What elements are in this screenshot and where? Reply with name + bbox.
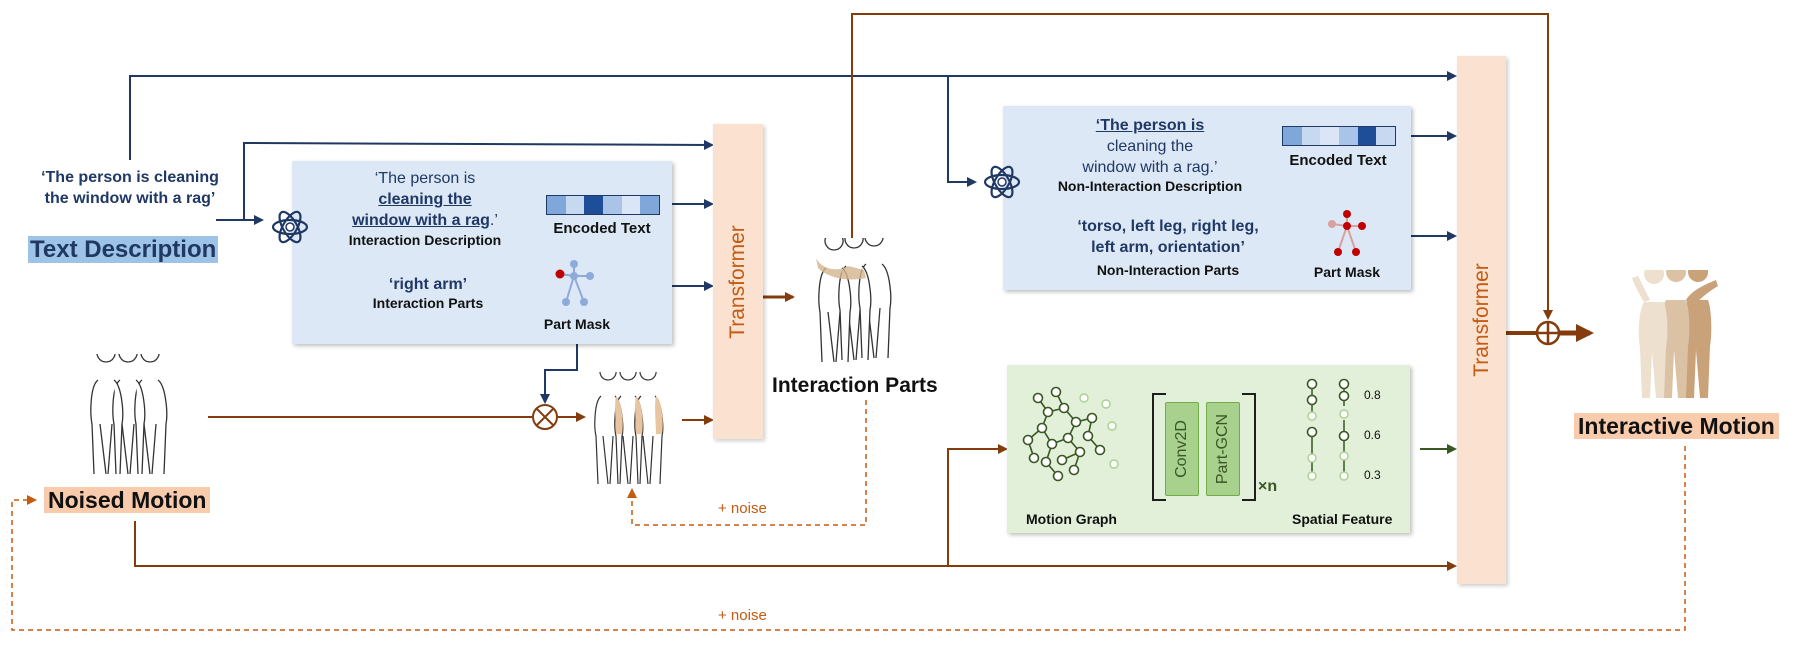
interaction-parts-text: ‘right arm’ Interaction Parts (358, 274, 498, 311)
interaction-desc-line1: ‘The person is (374, 170, 476, 187)
masked-motion-figures (594, 372, 664, 485)
interaction-text-box (292, 161, 672, 344)
non-interaction-description: ‘The person is cleaning the window with … (1040, 115, 1260, 194)
encoded-text-label-1: Encoded Text (553, 220, 651, 237)
noised-motion-label: Noised Motion (44, 487, 211, 514)
non-interaction-desc-line1: ‘The person is (1095, 117, 1205, 134)
part-mask-label-2: Part Mask (1313, 264, 1381, 280)
noise-loops (11, 400, 1686, 631)
interaction-description-label: Interaction Description (348, 232, 502, 248)
llm-icon (271, 210, 309, 244)
interaction-description: ‘The person is cleaning the window with … (330, 168, 520, 248)
part-gcn-block: Part-GCN (1206, 402, 1240, 496)
transformer-2-label: Transformer (1469, 263, 1493, 377)
interaction-desc-line3: window with a rag (352, 212, 490, 229)
motion-graph-icon (1022, 386, 1119, 482)
add-node (1535, 320, 1561, 346)
non-interaction-desc-line3: window with a rag.’ (1082, 159, 1218, 176)
non-interaction-description-label: Non-Interaction Description (1057, 178, 1243, 194)
non-interaction-desc-line2: cleaning the (1106, 138, 1194, 155)
encoded-text-bar-2 (1282, 126, 1396, 146)
non-interaction-parts-quote-2: left arm, orientation’ (1091, 239, 1245, 256)
transformer-1-label: Transformer (726, 224, 749, 339)
spatial-feature-icon (1306, 378, 1350, 481)
conv2d-block: Conv2D (1165, 402, 1199, 496)
interaction-desc-line2: cleaning the (378, 191, 472, 208)
encoded-text-bar-1 (546, 195, 660, 215)
interaction-parts-label: Interaction Parts (772, 374, 938, 397)
part-mask-icon-1 (555, 260, 594, 306)
motion-graph-label: Motion Graph (1026, 511, 1117, 527)
feature-value-1: 0.8 (1364, 388, 1381, 402)
interactive-motion-label-text: Interactive Motion (1574, 413, 1779, 439)
multiply-node (532, 404, 558, 430)
bracket-right (1242, 393, 1256, 501)
noise-label-2: + noise (718, 607, 767, 624)
repeat-label: ×n (1258, 478, 1278, 495)
part-mask-icon-2 (1328, 210, 1366, 256)
encoded-text-label-2: Encoded Text (1289, 152, 1387, 169)
spatial-feature-label: Spatial Feature (1292, 511, 1393, 527)
bracket-left (1152, 393, 1166, 501)
transformer-block-1: Transformer (713, 124, 763, 439)
interactive-motion-figures (1632, 270, 1718, 398)
part-gcn-label: Part-GCN (1214, 413, 1231, 485)
conv2d-label: Conv2D (1173, 420, 1190, 478)
feature-value-3: 0.3 (1364, 468, 1381, 482)
transformer-block-2: Transformer (1457, 56, 1506, 584)
llm-icon-2 (983, 165, 1021, 199)
interactive-motion-label: Interactive Motion (1574, 413, 1779, 440)
noise-label-1: + noise (718, 500, 767, 517)
feature-value-2: 0.6 (1364, 428, 1381, 442)
part-mask-label-1: Part Mask (543, 316, 611, 332)
interaction-desc-line3-tail: .’ (489, 212, 498, 229)
non-interaction-parts-sublabel: Non-Interaction Parts (1096, 262, 1240, 278)
noised-motion-label-text: Noised Motion (44, 487, 211, 513)
text-description-label: Text Description (28, 236, 219, 264)
noised-motion-figures (90, 354, 168, 475)
interaction-parts-figures (816, 238, 892, 363)
interaction-parts-quote: ‘right arm’ (388, 276, 468, 293)
non-interaction-parts-text: ‘torso, left leg, right leg, left arm, o… (1058, 216, 1278, 278)
text-description-label-text: Text Description (28, 236, 219, 263)
motion-flow-arrows (134, 13, 1594, 571)
input-text-quote: ‘The person is cleaning the window with … (41, 169, 219, 207)
interaction-parts-sublabel: Interaction Parts (372, 295, 484, 311)
non-interaction-parts-quote-1: ‘torso, left leg, right leg, (1077, 218, 1259, 235)
